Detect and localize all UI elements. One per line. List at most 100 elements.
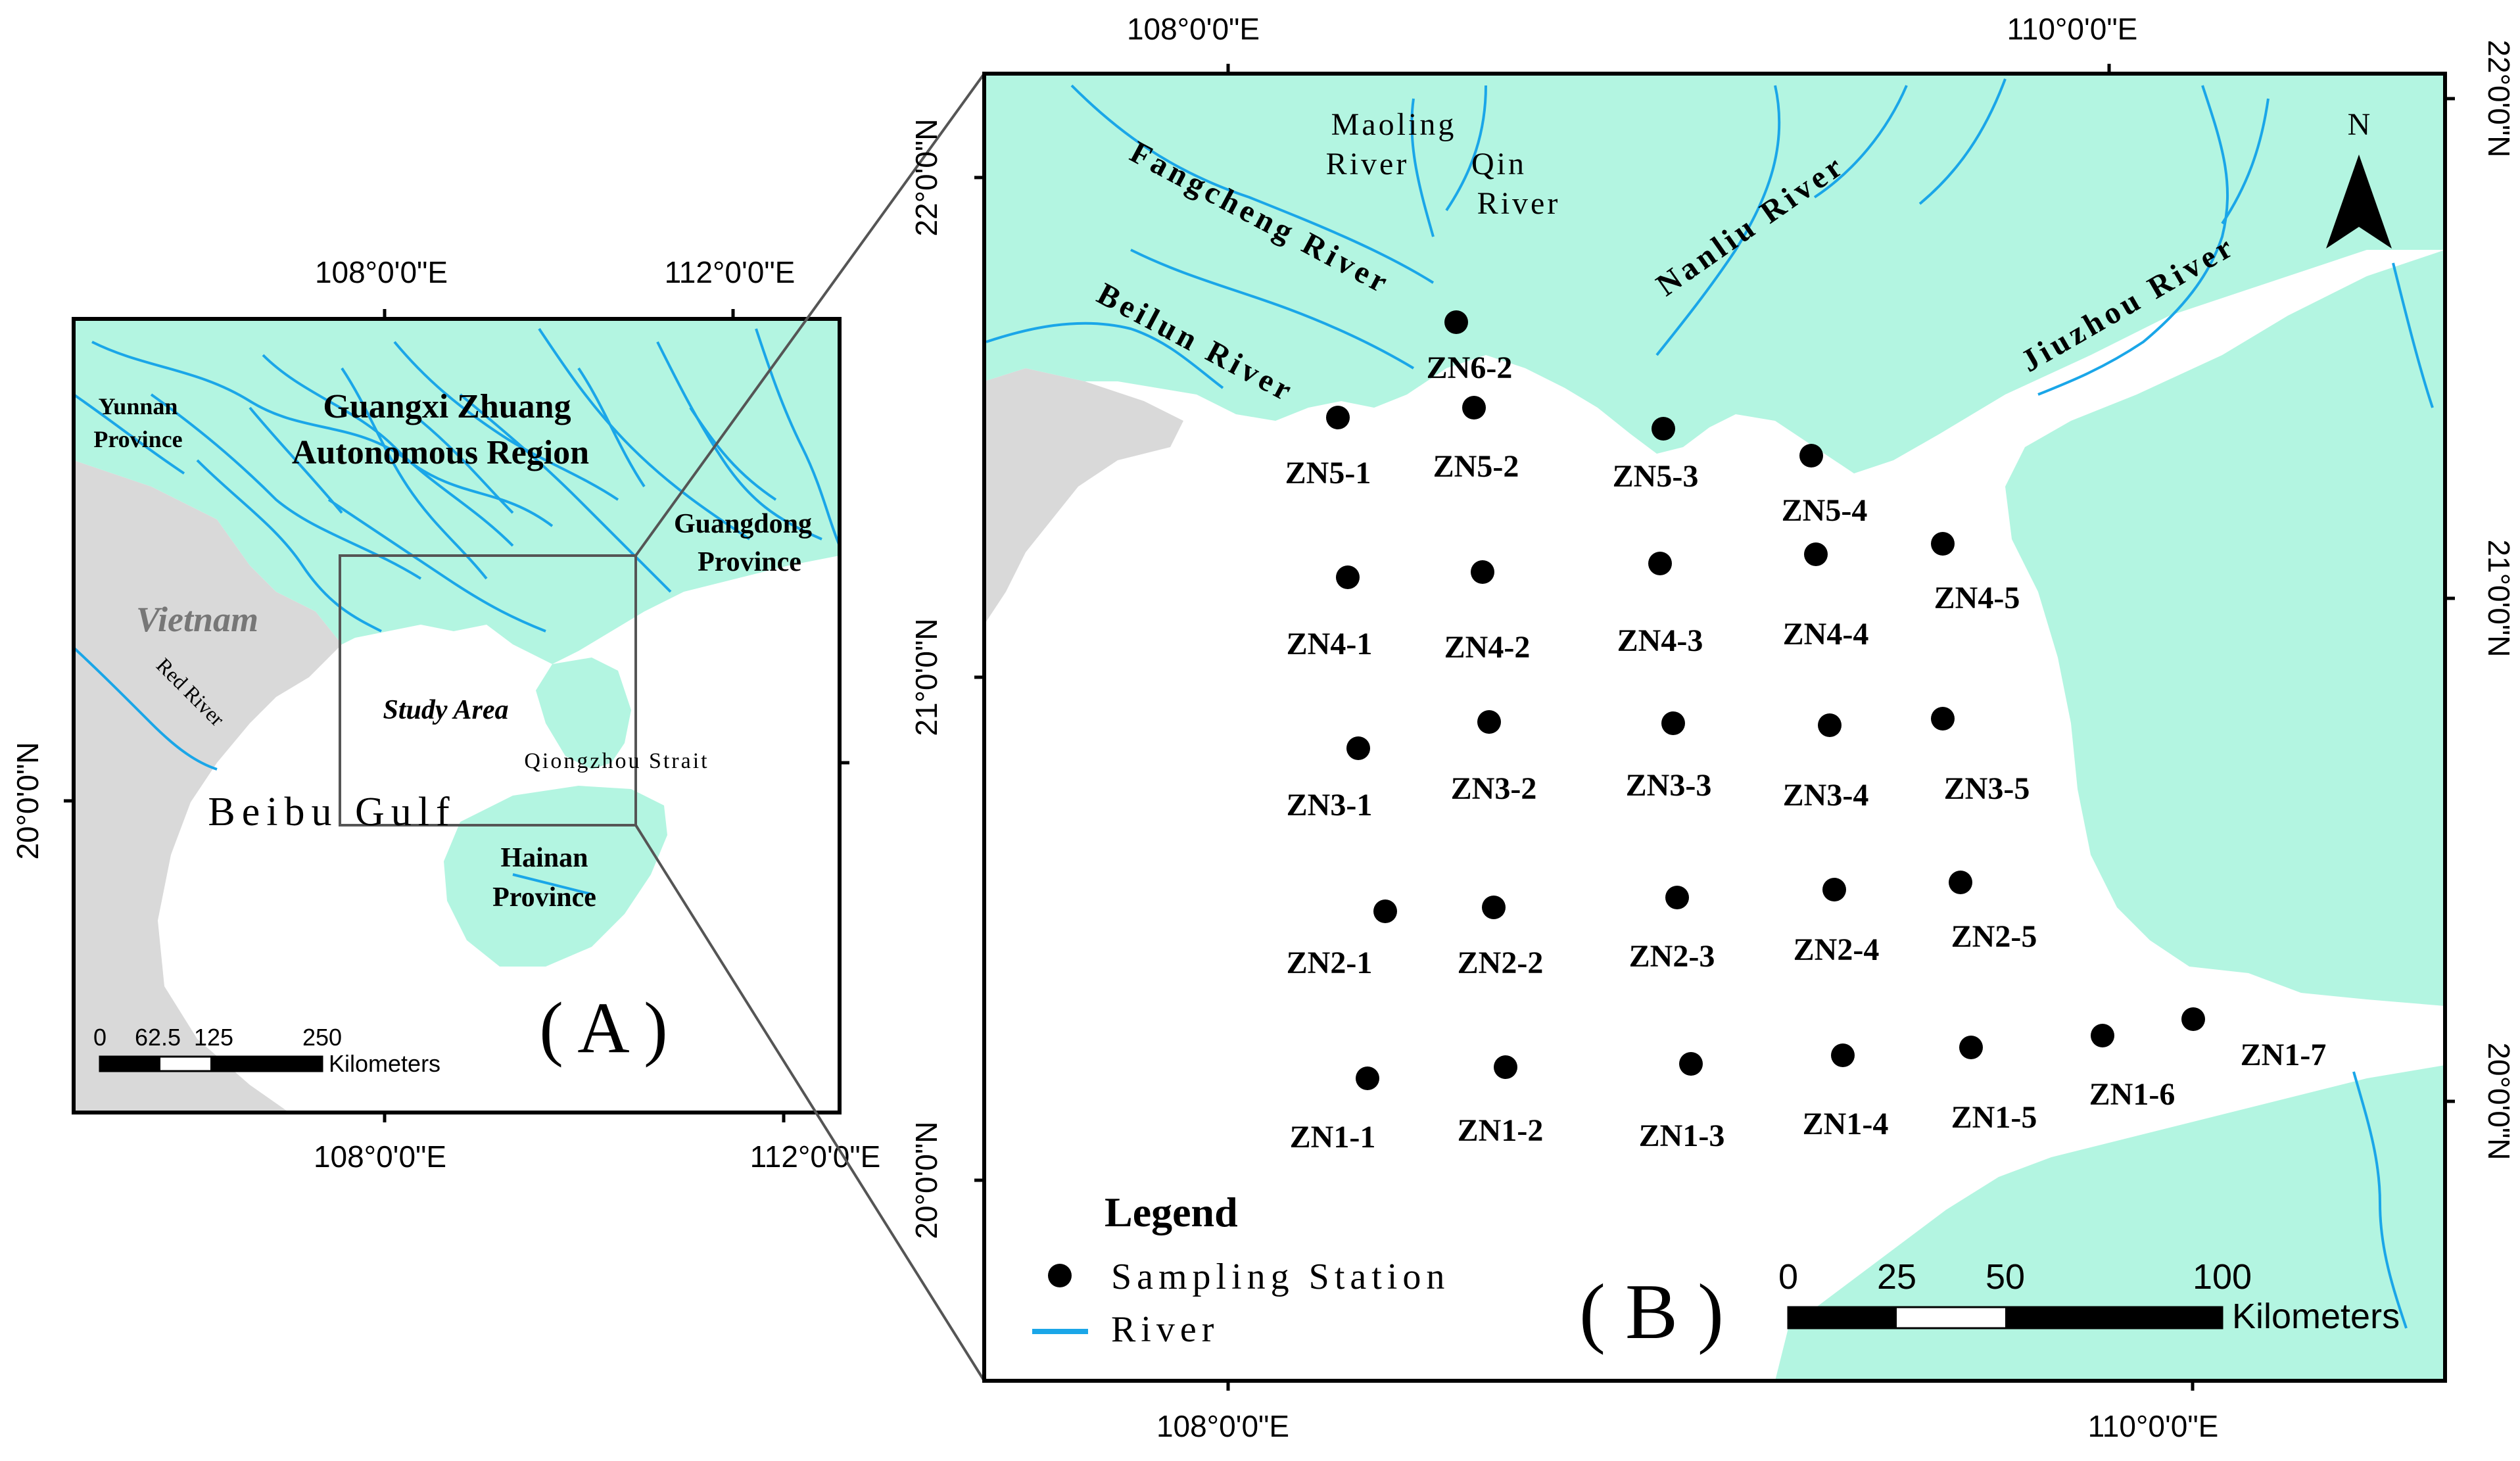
station-label-zn6-2: ZN6-2 <box>1427 350 1513 385</box>
map-a-coord-bottom-1: 108°0'0"E <box>314 1139 446 1174</box>
yunnan-label-1: Yunnan <box>99 393 178 419</box>
station-dot-zn6-2 <box>1444 310 1468 334</box>
map-b-coord-left-2: 21°0'0"N <box>909 618 943 736</box>
station-dot-zn3-1 <box>1346 736 1370 760</box>
legend-station-label: Sampling Station <box>1111 1257 1450 1297</box>
panel-a-label: ( A ) <box>539 988 668 1068</box>
map-b-coord-bottom-2: 110°0'0"E <box>2088 1409 2219 1443</box>
station-dot-zn1-7 <box>2181 1007 2205 1031</box>
station-dot-zn2-3 <box>1665 886 1689 909</box>
station-label-zn4-4: ZN4-4 <box>1783 617 1869 652</box>
station-label-zn4-2: ZN4-2 <box>1444 630 1531 665</box>
leizhou-peninsula <box>536 658 631 769</box>
station-label-zn1-1: ZN1-1 <box>1290 1120 1376 1155</box>
north-arrow-icon: N <box>2326 107 2392 249</box>
station-dot-zn5-4 <box>1799 444 1823 467</box>
map-b-coord-left-1: 22°0'0"N <box>909 118 943 236</box>
station-dot-zn1-5 <box>1959 1036 1983 1059</box>
map-a-ticks <box>64 309 849 1122</box>
guangxi-label-2: Autonomous Region <box>292 434 589 471</box>
station-dot-zn5-2 <box>1462 396 1486 419</box>
station-label-zn3-3: ZN3-3 <box>1626 768 1712 803</box>
maoling-river-label-2: River <box>1326 147 1410 181</box>
hainan-island <box>444 786 667 967</box>
station-label-zn2-4: ZN2-4 <box>1794 932 1880 967</box>
guangdong-label-2: Province <box>698 547 801 577</box>
red-river-line <box>74 646 218 771</box>
rivers-a <box>74 327 840 896</box>
station-label-zn4-1: ZN4-1 <box>1287 627 1373 661</box>
study-area-label: Study Area <box>383 695 509 725</box>
station-label-zn5-1: ZN5-1 <box>1285 456 1371 491</box>
vietnam-coast-b <box>984 368 1183 625</box>
study-area-box <box>339 554 637 826</box>
vietnam-land <box>74 460 342 1113</box>
station-label-zn3-5: ZN3-5 <box>1944 771 2030 806</box>
station-label-zn2-3: ZN2-3 <box>1629 939 1715 974</box>
panel-b-label: ( B ) <box>1579 1268 1724 1355</box>
map-b-coord-right-2: 21°0'0"N <box>2482 539 2516 657</box>
station-dot-zn3-3 <box>1661 711 1685 735</box>
map-a-coord-left: 20°0'0"N <box>11 742 45 859</box>
china-mainland <box>74 319 840 664</box>
scale-a-tick-3: 250 <box>302 1024 342 1051</box>
guangxi-label-1: Guangxi Zhuang <box>323 388 571 425</box>
rivers-b <box>986 78 2434 1329</box>
qin-river-label-1: Qin <box>1471 147 1527 181</box>
scale-a-tick-0: 0 <box>93 1024 107 1051</box>
guangxi-coast <box>984 74 2445 473</box>
station-dot-zn4-2 <box>1471 560 1494 584</box>
scale-a-tick-2: 125 <box>194 1024 233 1051</box>
legend-station-symbol <box>1048 1264 1072 1287</box>
station-dot-zn4-5 <box>1931 532 1955 556</box>
station-dot-zn1-6 <box>2091 1024 2114 1047</box>
station-label-zn1-3: ZN1-3 <box>1639 1118 1725 1153</box>
station-label-zn5-4: ZN5-4 <box>1782 493 1868 528</box>
scale-b-unit: Kilometers <box>2232 1297 2400 1336</box>
scale-a-tick-1: 62.5 <box>135 1024 181 1051</box>
station-dot-zn4-3 <box>1648 552 1672 575</box>
station-dot-zn4-1 <box>1336 565 1360 589</box>
station-dot-zn2-5 <box>1949 871 1972 894</box>
station-dot-zn5-1 <box>1326 406 1350 429</box>
station-label-zn2-2: ZN2-2 <box>1458 946 1544 980</box>
legend-river-label: River <box>1111 1309 1219 1350</box>
station-label-zn1-6: ZN1-6 <box>2089 1077 2175 1112</box>
detail-map-b: 108°0'0"E 110°0'0"E 108°0'0"E 110°0'0"E … <box>909 12 2516 1443</box>
station-dot-zn1-1 <box>1356 1066 1379 1090</box>
map-a-coord-bottom-2: 112°0'0"E <box>750 1139 881 1174</box>
legend: Legend Sampling Station River <box>1032 1189 1450 1350</box>
map-b-coord-right-3: 20°0'0"N <box>2482 1042 2516 1160</box>
overview-map-a: 108°0'0"E 112°0'0"E 108°0'0"E 112°0'0"E … <box>11 255 880 1174</box>
station-dot-zn2-4 <box>1822 878 1846 901</box>
station-dot-zn1-4 <box>1831 1043 1855 1067</box>
station-dot-zn3-5 <box>1931 707 1955 730</box>
station-label-zn5-2: ZN5-2 <box>1433 449 1519 484</box>
station-dot-zn1-3 <box>1679 1052 1703 1076</box>
yunnan-label-2: Province <box>93 426 182 452</box>
station-label-zn3-2: ZN3-2 <box>1451 771 1537 806</box>
hainan-label-1: Hainan <box>500 843 588 873</box>
vietnam-label: Vietnam <box>136 600 258 639</box>
station-label-zn3-4: ZN3-4 <box>1783 778 1869 813</box>
station-dot-zn1-2 <box>1494 1055 1517 1079</box>
map-b-coord-left-3: 20°0'0"N <box>909 1121 943 1239</box>
station-label-zn1-5: ZN1-5 <box>1951 1100 2037 1135</box>
station-label-zn5-3: ZN5-3 <box>1613 459 1699 494</box>
map-b-coord-top-2: 110°0'0"E <box>2007 12 2138 46</box>
maoling-river-label-1: Maoling <box>1331 107 1457 142</box>
station-label-zn3-1: ZN3-1 <box>1287 788 1373 823</box>
station-dot-zn2-1 <box>1373 899 1397 923</box>
hainan-label-2: Province <box>492 882 596 913</box>
station-label-zn1-2: ZN1-2 <box>1458 1113 1544 1148</box>
zoom-connectors <box>634 72 986 1382</box>
scale-b-tick-2: 50 <box>1985 1257 2025 1297</box>
map-a-coord-top-2: 112°0'0"E <box>665 255 796 289</box>
station-label-zn4-3: ZN4-3 <box>1617 623 1703 658</box>
station-label-zn1-4: ZN1-4 <box>1803 1107 1889 1141</box>
qiongzhou-strait-label: Qiongzhou Strait <box>524 749 709 773</box>
map-b-coord-right-1: 22°0'0"N <box>2482 39 2516 157</box>
map-a-coord-top-1: 108°0'0"E <box>315 255 448 289</box>
guangdong-label-1: Guangdong <box>674 509 812 539</box>
